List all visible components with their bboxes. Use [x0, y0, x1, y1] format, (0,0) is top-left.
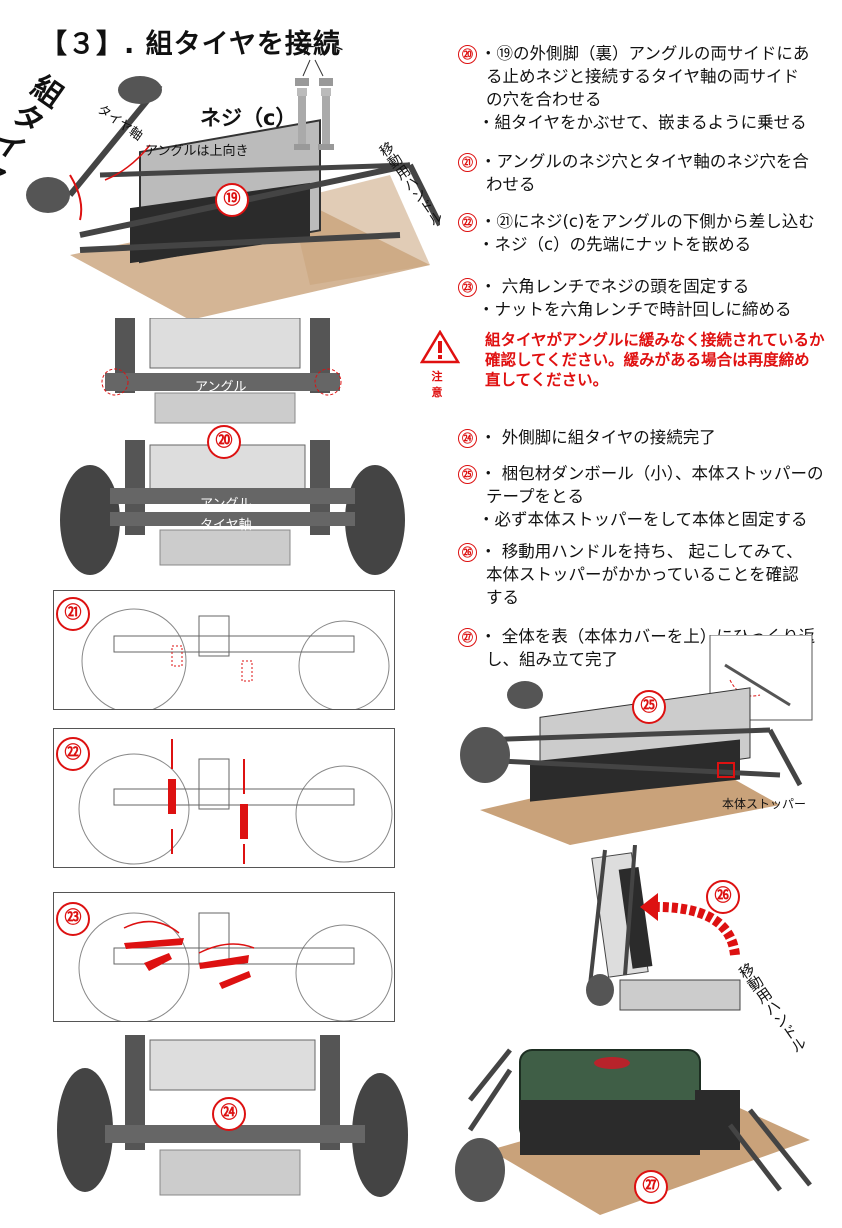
figure-number-23: ㉓	[56, 902, 90, 936]
nut-label: ナット	[300, 40, 346, 58]
figure-23-panel	[53, 892, 395, 1024]
figure-26-illustration	[586, 845, 741, 1011]
angle-up-label: アングルは上向き	[145, 144, 249, 159]
warning-caption: 注 意	[431, 370, 449, 399]
section-title: 【３】. 組タイヤを接続	[40, 29, 341, 60]
figure-22-panel	[53, 728, 395, 868]
figure-19-illustration	[26, 76, 440, 320]
step-24: ㉔・ 外側脚に組タイヤの接続完了	[458, 426, 828, 449]
step-26: ㉖・ 移動用ハンドルを持ち、 起こしてみて、 本体ストッパーがかかっていることを…	[458, 540, 828, 609]
figure-number-19: ⑲	[215, 183, 249, 217]
step-27: ㉗・ 全体を表（本体カバーを上）にひっくり返 し、組み立て完了	[458, 625, 828, 671]
figure-number-20: ⑳	[207, 425, 241, 459]
step-21: ㉑・アングルのネジ穴とタイヤ軸のネジ穴を合 わせる	[458, 150, 828, 196]
step-20: ⑳・⑲の外側脚（裏）アングルの両サイドにあ る止めネジと接続するタイヤ軸の両サイ…	[458, 42, 828, 134]
figure-number-22: ㉒	[56, 737, 90, 771]
step-22: ㉒・㉑にネジ(c)をアングルの下側から差し込む ・ネジ（c）の先端にナットを嵌め…	[458, 210, 828, 256]
figure-number-21: ㉑	[56, 597, 90, 631]
body-stopper-label: 本体ストッパー	[722, 797, 807, 811]
step-25-block: ㉕・ 梱包材ダンボール（小）、本体ストッパーの テープをとる ・必ず本体ストッパ…	[458, 462, 828, 531]
figure-25-illustration	[460, 635, 813, 845]
figure-27-illustration	[455, 1048, 812, 1215]
angle-label-2: アングル	[200, 497, 252, 512]
warning-block-icon: 注 意	[419, 329, 461, 400]
angle-closeup-illustration	[101, 318, 342, 424]
figure-number-24: ㉔	[212, 1097, 246, 1131]
warning-text: 組タイヤがアングルに緩みなく接続されているか確認してください。緩みがある場合は再…	[485, 331, 825, 389]
screw-c-label: ネジ（c）	[200, 106, 297, 130]
figure-number-25: ㉕	[632, 690, 666, 724]
figure-20-illustration	[60, 440, 405, 575]
step-23: ㉓・ 六角レンチでネジの頭を固定する ・ナットを六角レンチで時計回しに締める	[458, 275, 828, 321]
figure-number-26: ㉖	[706, 880, 740, 914]
figure-number-27: ㉗	[634, 1170, 668, 1204]
tire-axle-label-2: タイヤ軸	[200, 518, 252, 533]
warning-triangle-icon	[419, 329, 461, 364]
screw-nut-icon	[294, 59, 334, 150]
figure-21-panel	[53, 590, 395, 714]
angle-label: アングル	[195, 380, 247, 395]
figure-24-illustration	[57, 1035, 408, 1197]
